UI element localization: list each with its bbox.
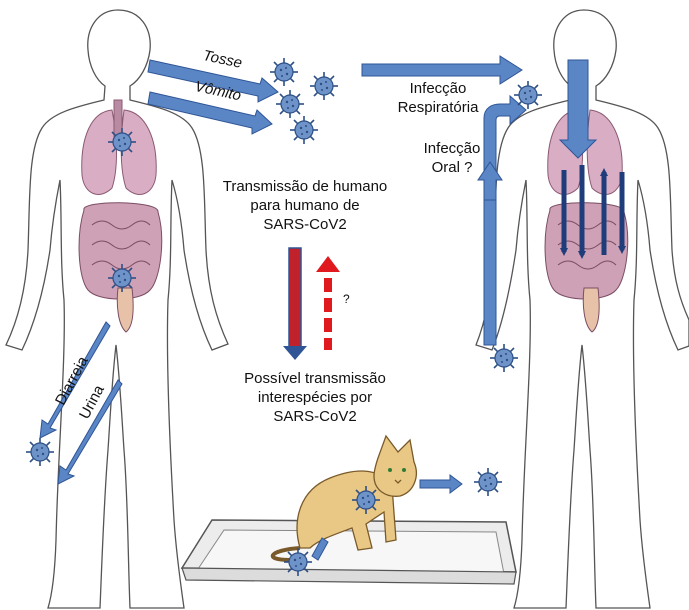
h2h-title-line2: para humano de <box>200 197 410 215</box>
respiratory-infection-line1: Infecção <box>378 80 498 98</box>
respiratory-infection-line2: Respiratória <box>378 99 498 117</box>
interspecies-line1: Possível transmissão <box>210 370 420 388</box>
question-mark: ? <box>343 290 350 308</box>
human-to-cat-arrow <box>283 248 307 360</box>
h2h-title-line3: SARS-CoV2 <box>200 216 410 234</box>
interspecies-line3: SARS-CoV2 <box>210 408 420 426</box>
oral-infection-line1: Infecção <box>412 140 492 158</box>
oral-infection-line2: Oral ? <box>412 159 492 177</box>
cat-to-human-dashed-arrow <box>316 256 340 350</box>
interspecies-line2: interespécies por <box>210 389 420 407</box>
cat-breath-arrow <box>420 475 462 493</box>
h2h-title-line1: Transmissão de humano <box>200 178 410 196</box>
